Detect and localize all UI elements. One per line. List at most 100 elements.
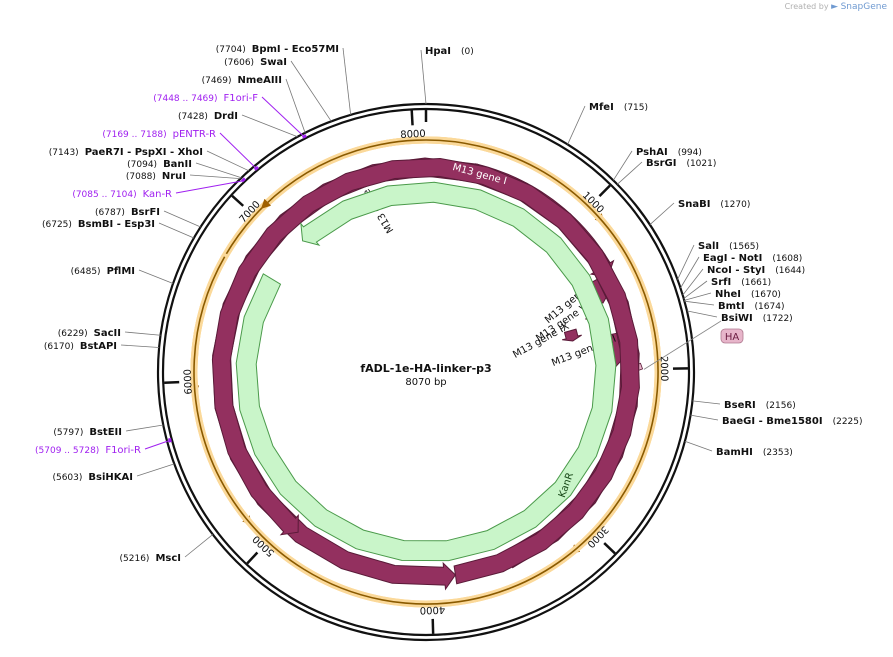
primer-range: (7085 .. 7104) xyxy=(72,190,136,200)
enzyme-name: PshAI xyxy=(636,147,668,158)
enzyme-site-ncoi-styi: NcoI - StyI(1644) xyxy=(707,265,805,276)
enzyme-site-sacii: (6229)SacII xyxy=(58,328,121,339)
enzyme-leader-bpmi-eco57mi xyxy=(342,47,352,115)
enzyme-name: BsrFI xyxy=(131,207,160,218)
enzyme-name: BpmI - Eco57MI xyxy=(252,44,339,55)
enzyme-name: SnaBI xyxy=(678,199,710,210)
enzyme-site-msci: (5216)MscI xyxy=(120,553,182,564)
plasmid-name: fADL-1e-HA-linker-p3 xyxy=(360,362,491,375)
primer-leader-kan-r xyxy=(175,180,245,194)
enzyme-leader-mfei xyxy=(567,105,586,145)
enzyme-position: (1722) xyxy=(763,314,793,324)
enzyme-leader-nmeaiii xyxy=(285,78,306,133)
enzyme-position: (1644) xyxy=(775,266,805,276)
enzyme-name: NheI xyxy=(715,289,741,300)
enzyme-name: BsiHKAI xyxy=(88,472,133,483)
enzyme-leader-bsrfi xyxy=(163,210,201,228)
enzyme-position: (2353) xyxy=(763,448,793,458)
enzyme-name: BstEII xyxy=(89,427,122,438)
enzyme-name: MscI xyxy=(155,553,181,564)
enzyme-site-bsrfi: (6787)BsrFI xyxy=(95,207,160,218)
enzyme-leader-bamhi xyxy=(684,440,713,452)
enzyme-site-paer7i-pspxi-xhoi: (7143)PaeR7I - PspXI - XhoI xyxy=(49,147,203,158)
snapgene-credit: Created by ► SnapGene xyxy=(785,2,887,12)
tick-label-6000: 6000 xyxy=(183,369,195,395)
enzyme-leader-hpai xyxy=(420,49,427,105)
primer-label-f1ori-r: (5709 .. 5728)F1ori-R xyxy=(35,445,141,456)
enzyme-leader-nrui xyxy=(189,174,241,179)
enzyme-position: (5603) xyxy=(52,473,82,483)
enzyme-site-bsteii: (5797) BstEII xyxy=(53,427,122,438)
enzyme-position: (1661) xyxy=(741,278,771,288)
enzyme-site-mfei: MfeI(715) xyxy=(589,102,648,113)
enzyme-leader-bsteii xyxy=(125,424,164,432)
enzyme-name: SalI xyxy=(698,241,719,252)
primer-leader-pentr-r xyxy=(219,132,258,170)
enzyme-position: (7606) xyxy=(224,58,254,68)
tick-mark-1000 xyxy=(598,184,611,198)
enzyme-site-bsiwi: BsiWI(1722) xyxy=(721,313,793,324)
enzyme-leader-srfi xyxy=(683,280,708,299)
enzyme-name: BmtI xyxy=(718,301,745,312)
enzyme-name: SrfI xyxy=(711,277,731,288)
enzyme-leader-bsihkai xyxy=(136,463,175,477)
enzyme-leader-paer7i-pspxi-xhoi xyxy=(206,150,250,172)
enzyme-leader-bsrgi xyxy=(617,161,643,185)
enzyme-leader-baegi-bme1580i xyxy=(690,414,719,421)
enzyme-leader-ncoi-styi xyxy=(682,268,704,296)
enzyme-name: BseRI xyxy=(724,400,756,411)
enzyme-site-banii: (7094)BanII xyxy=(127,159,192,170)
enzyme-name: BsrGI xyxy=(646,158,676,169)
tick-mark-6000 xyxy=(164,380,180,384)
enzyme-leader-snabi xyxy=(649,202,675,225)
enzyme-name: PflMI xyxy=(107,266,135,277)
tick-label-8000: 8000 xyxy=(400,129,426,141)
enzyme-position: (6725) xyxy=(42,220,72,230)
enzyme-name: BamHI xyxy=(716,447,753,458)
tick-label-4000: 4000 xyxy=(420,604,446,616)
enzyme-leader-bmti xyxy=(684,300,715,306)
primer-range: (7169 .. 7188) xyxy=(102,130,166,140)
enzyme-leader-drdi xyxy=(241,114,298,138)
enzyme-name: EagI - NotI xyxy=(703,253,762,264)
enzyme-site-pshai: PshAI(994) xyxy=(636,147,702,158)
primer-name: pENTR-R xyxy=(173,129,216,140)
enzyme-site-swai: (7606)SwaI xyxy=(224,57,287,68)
enzyme-site-bsrgi: BsrGI(1021) xyxy=(646,158,716,169)
primer-leader-f1ori-r xyxy=(144,439,172,450)
enzyme-site-snabi: SnaBI (1270) xyxy=(678,199,750,210)
primer-name: F1ori-R xyxy=(105,445,141,456)
enzyme-position: (7088) xyxy=(126,172,156,182)
enzyme-site-pflmi: (6485)PflMI xyxy=(71,266,135,277)
enzyme-position: (7094) xyxy=(127,160,157,170)
enzyme-site-eagi-noti: EagI - NotI(1608) xyxy=(703,253,802,264)
enzyme-site-bsihkai: (5603) BsiHKAI xyxy=(52,472,133,483)
enzyme-name: BstAPI xyxy=(80,341,117,352)
enzyme-position: (0) xyxy=(461,47,474,57)
enzyme-layer: HpaI(0) MfeI(715) PshAI(994)BsrGI(1021) Sna… xyxy=(42,44,863,564)
tick-label-2000: 2000 xyxy=(658,356,669,382)
enzyme-leader-bsiwi xyxy=(686,310,718,318)
primer-leader-f1ori-f xyxy=(261,96,306,138)
feature-m13-gene-ix xyxy=(562,328,582,342)
enzyme-position: (1270) xyxy=(720,200,750,210)
primer-range: (7448 .. 7469) xyxy=(153,94,217,104)
enzyme-name: BaeGI - Bme1580I xyxy=(722,416,823,427)
snapgene-logo-icon: ► xyxy=(831,2,839,12)
backbone-inner xyxy=(161,107,691,637)
enzyme-position: (5797) xyxy=(53,428,83,438)
enzyme-leader-pflmi xyxy=(138,269,174,284)
tick-mark-8000 xyxy=(410,110,414,126)
primer-layer: (7085 .. 7104)Kan-R(7169 .. 7188)pENTR-R… xyxy=(35,93,307,456)
enzyme-site-baegi-bme1580i: BaeGI - Bme1580I(2225) xyxy=(722,416,863,427)
tick-mark-5000 xyxy=(246,551,259,565)
enzyme-site-nmeaiii: (7469)NmeAIII xyxy=(202,75,282,86)
primer-site-f1ori-f xyxy=(301,134,307,139)
enzyme-leader-bstapi xyxy=(120,344,160,348)
enzyme-name: SacII xyxy=(94,328,121,339)
enzyme-leader-swai xyxy=(290,60,332,122)
ha-leader xyxy=(643,320,722,370)
enzyme-site-hpai: HpaI(0) xyxy=(425,46,474,57)
enzyme-position: (1674) xyxy=(755,302,785,312)
